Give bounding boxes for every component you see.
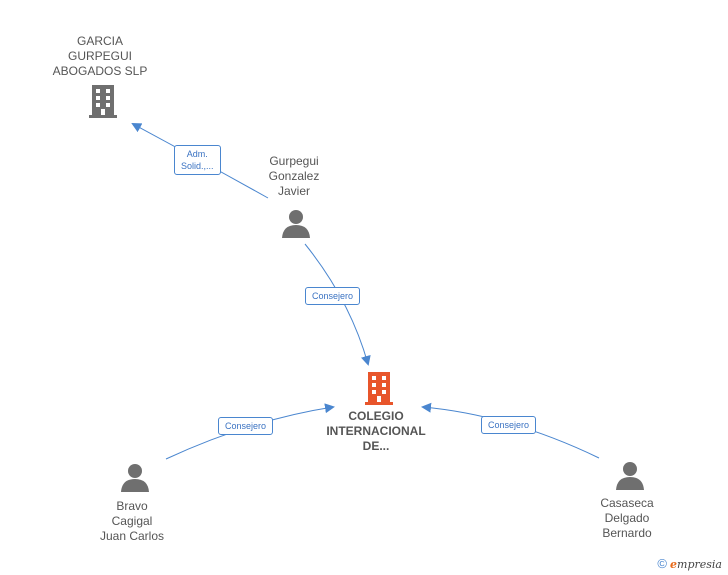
person-icon (616, 462, 644, 490)
node-label: Bravo Cagigal Juan Carlos (99, 499, 165, 543)
building-icon (89, 85, 117, 118)
edge-label-consejero-casaseca[interactable]: Consejero (481, 416, 537, 434)
edge-label-consejero-bravo[interactable]: Consejero (218, 417, 274, 435)
node-label: Casaseca Delgado Bernardo (600, 496, 654, 540)
footer-brand: © empresia (657, 556, 722, 571)
copyright-icon: © (657, 556, 667, 571)
node-garcia-gurpegui-abogados[interactable]: GARCIA GURPEGUI ABOGADOS SLP (40, 34, 160, 79)
node-casaseca-delgado-bernardo[interactable]: Casaseca Delgado Bernardo (577, 496, 677, 541)
node-label: Gurpegui Gonzalez Javier (268, 154, 320, 198)
node-label: COLEGIO INTERNACIONAL DE... (326, 409, 426, 453)
building-main-icon (365, 372, 393, 405)
edge-label-consejero-gurpegui[interactable]: Consejero (305, 287, 361, 305)
edge-label-adm-solid[interactable]: Adm. Solid.,... (174, 145, 221, 175)
person-icon (282, 210, 310, 238)
brand-logo: empresia (670, 558, 722, 571)
node-gurpegui-gonzalez-javier[interactable]: Gurpegui Gonzalez Javier (244, 154, 344, 199)
person-icon (121, 464, 149, 492)
node-label: GARCIA GURPEGUI ABOGADOS SLP (52, 34, 148, 78)
node-bravo-cagigal-juan-carlos[interactable]: Bravo Cagigal Juan Carlos (82, 499, 182, 544)
node-colegio-internacional[interactable]: COLEGIO INTERNACIONAL DE... (316, 409, 436, 454)
